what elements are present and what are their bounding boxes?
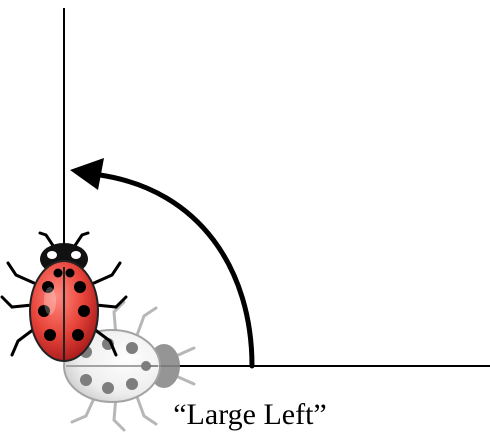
ladybug-icon: [0, 231, 128, 362]
diagram-caption: “Large Left”: [173, 398, 327, 431]
curved-arrow-left-icon: [70, 158, 255, 369]
ghost-ladybug-icon: [63, 300, 196, 432]
